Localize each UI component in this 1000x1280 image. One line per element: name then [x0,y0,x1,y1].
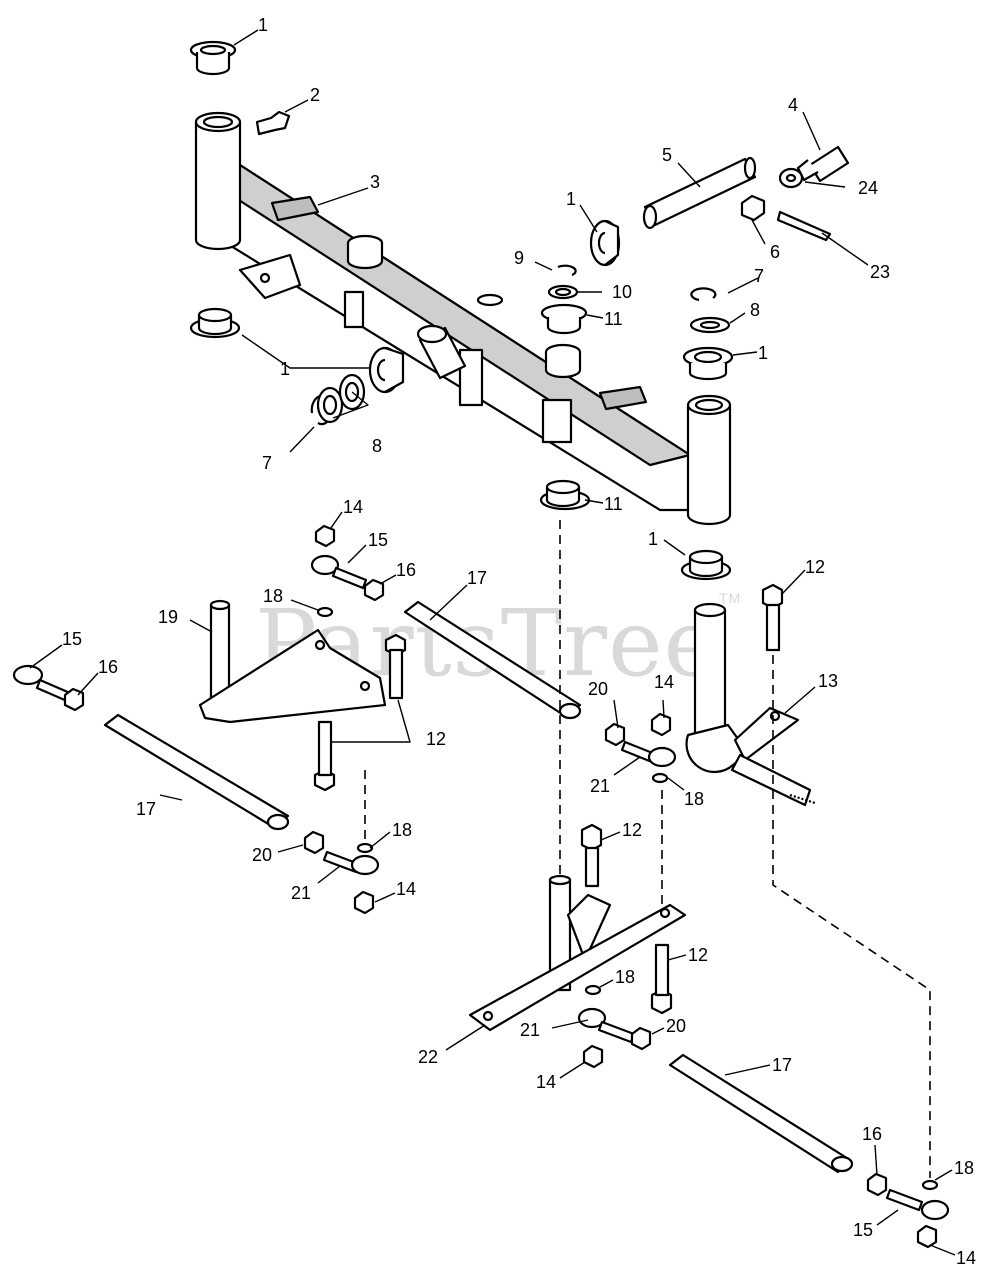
callout-21: 21 [590,776,611,796]
callout-8: 8 [372,436,383,456]
steering-arm [198,599,387,724]
callout-12: 12 [622,820,643,840]
callout-12: 12 [805,557,826,577]
callout-13: 13 [818,671,839,691]
callout-1: 1 [280,359,291,379]
callout-24: 24 [858,178,879,198]
pivot-bracket [468,874,687,1032]
callout-18: 18 [954,1158,975,1178]
callout-9: 9 [514,248,525,268]
bushing-part-1 [189,40,734,581]
callout-8: 8 [750,300,761,320]
axle-beam [194,111,732,526]
callout-5: 5 [662,145,673,165]
callout-18: 18 [392,820,413,840]
callout-15: 15 [368,530,389,550]
callout-1: 1 [648,529,659,549]
callout-19: 19 [158,607,179,627]
callout-1: 1 [566,189,577,209]
callout-16: 16 [396,560,417,580]
callout-1: 1 [758,343,769,363]
callout-17: 17 [136,799,157,819]
spindle [685,602,816,807]
callout-14: 14 [343,497,364,517]
callout-1: 1 [258,15,269,35]
callout-2: 2 [310,85,321,105]
callout-20: 20 [252,845,273,865]
callout-18: 18 [684,789,705,809]
callout-14: 14 [654,672,675,692]
rings-washers [310,264,731,511]
callout-11: 11 [604,309,623,329]
leader-lines [29,29,956,1256]
callout-15: 15 [853,1220,874,1240]
callout-17: 17 [467,568,488,588]
callout-21: 21 [291,883,312,903]
tie-rod-ends [12,524,950,1249]
bolts [313,583,784,1015]
callout-12: 12 [426,729,447,749]
callout-23: 23 [870,262,891,282]
callout-15: 15 [62,629,83,649]
callout-20: 20 [588,679,609,699]
assembly-lines [364,520,931,1178]
callout-16: 16 [98,657,119,677]
callout-7: 7 [262,453,273,473]
callout-18: 18 [263,586,284,606]
callout-14: 14 [536,1072,557,1092]
hardware-top [255,110,850,242]
callout-7: 7 [754,266,765,286]
callout-14: 14 [956,1248,977,1268]
callout-14: 14 [396,879,417,899]
callout-22: 22 [418,1047,439,1067]
callout-17: 17 [772,1055,793,1075]
callout-11: 11 [604,494,623,514]
callout-18: 18 [615,967,636,987]
callout-10: 10 [612,282,633,302]
drag-link [103,600,854,1174]
callout-20: 20 [666,1016,687,1036]
callout-21: 21 [520,1020,541,1040]
callout-6: 6 [770,242,781,262]
callout-12: 12 [688,945,709,965]
callout-16: 16 [862,1124,883,1144]
callout-4: 4 [788,95,799,115]
callout-3: 3 [370,172,381,192]
